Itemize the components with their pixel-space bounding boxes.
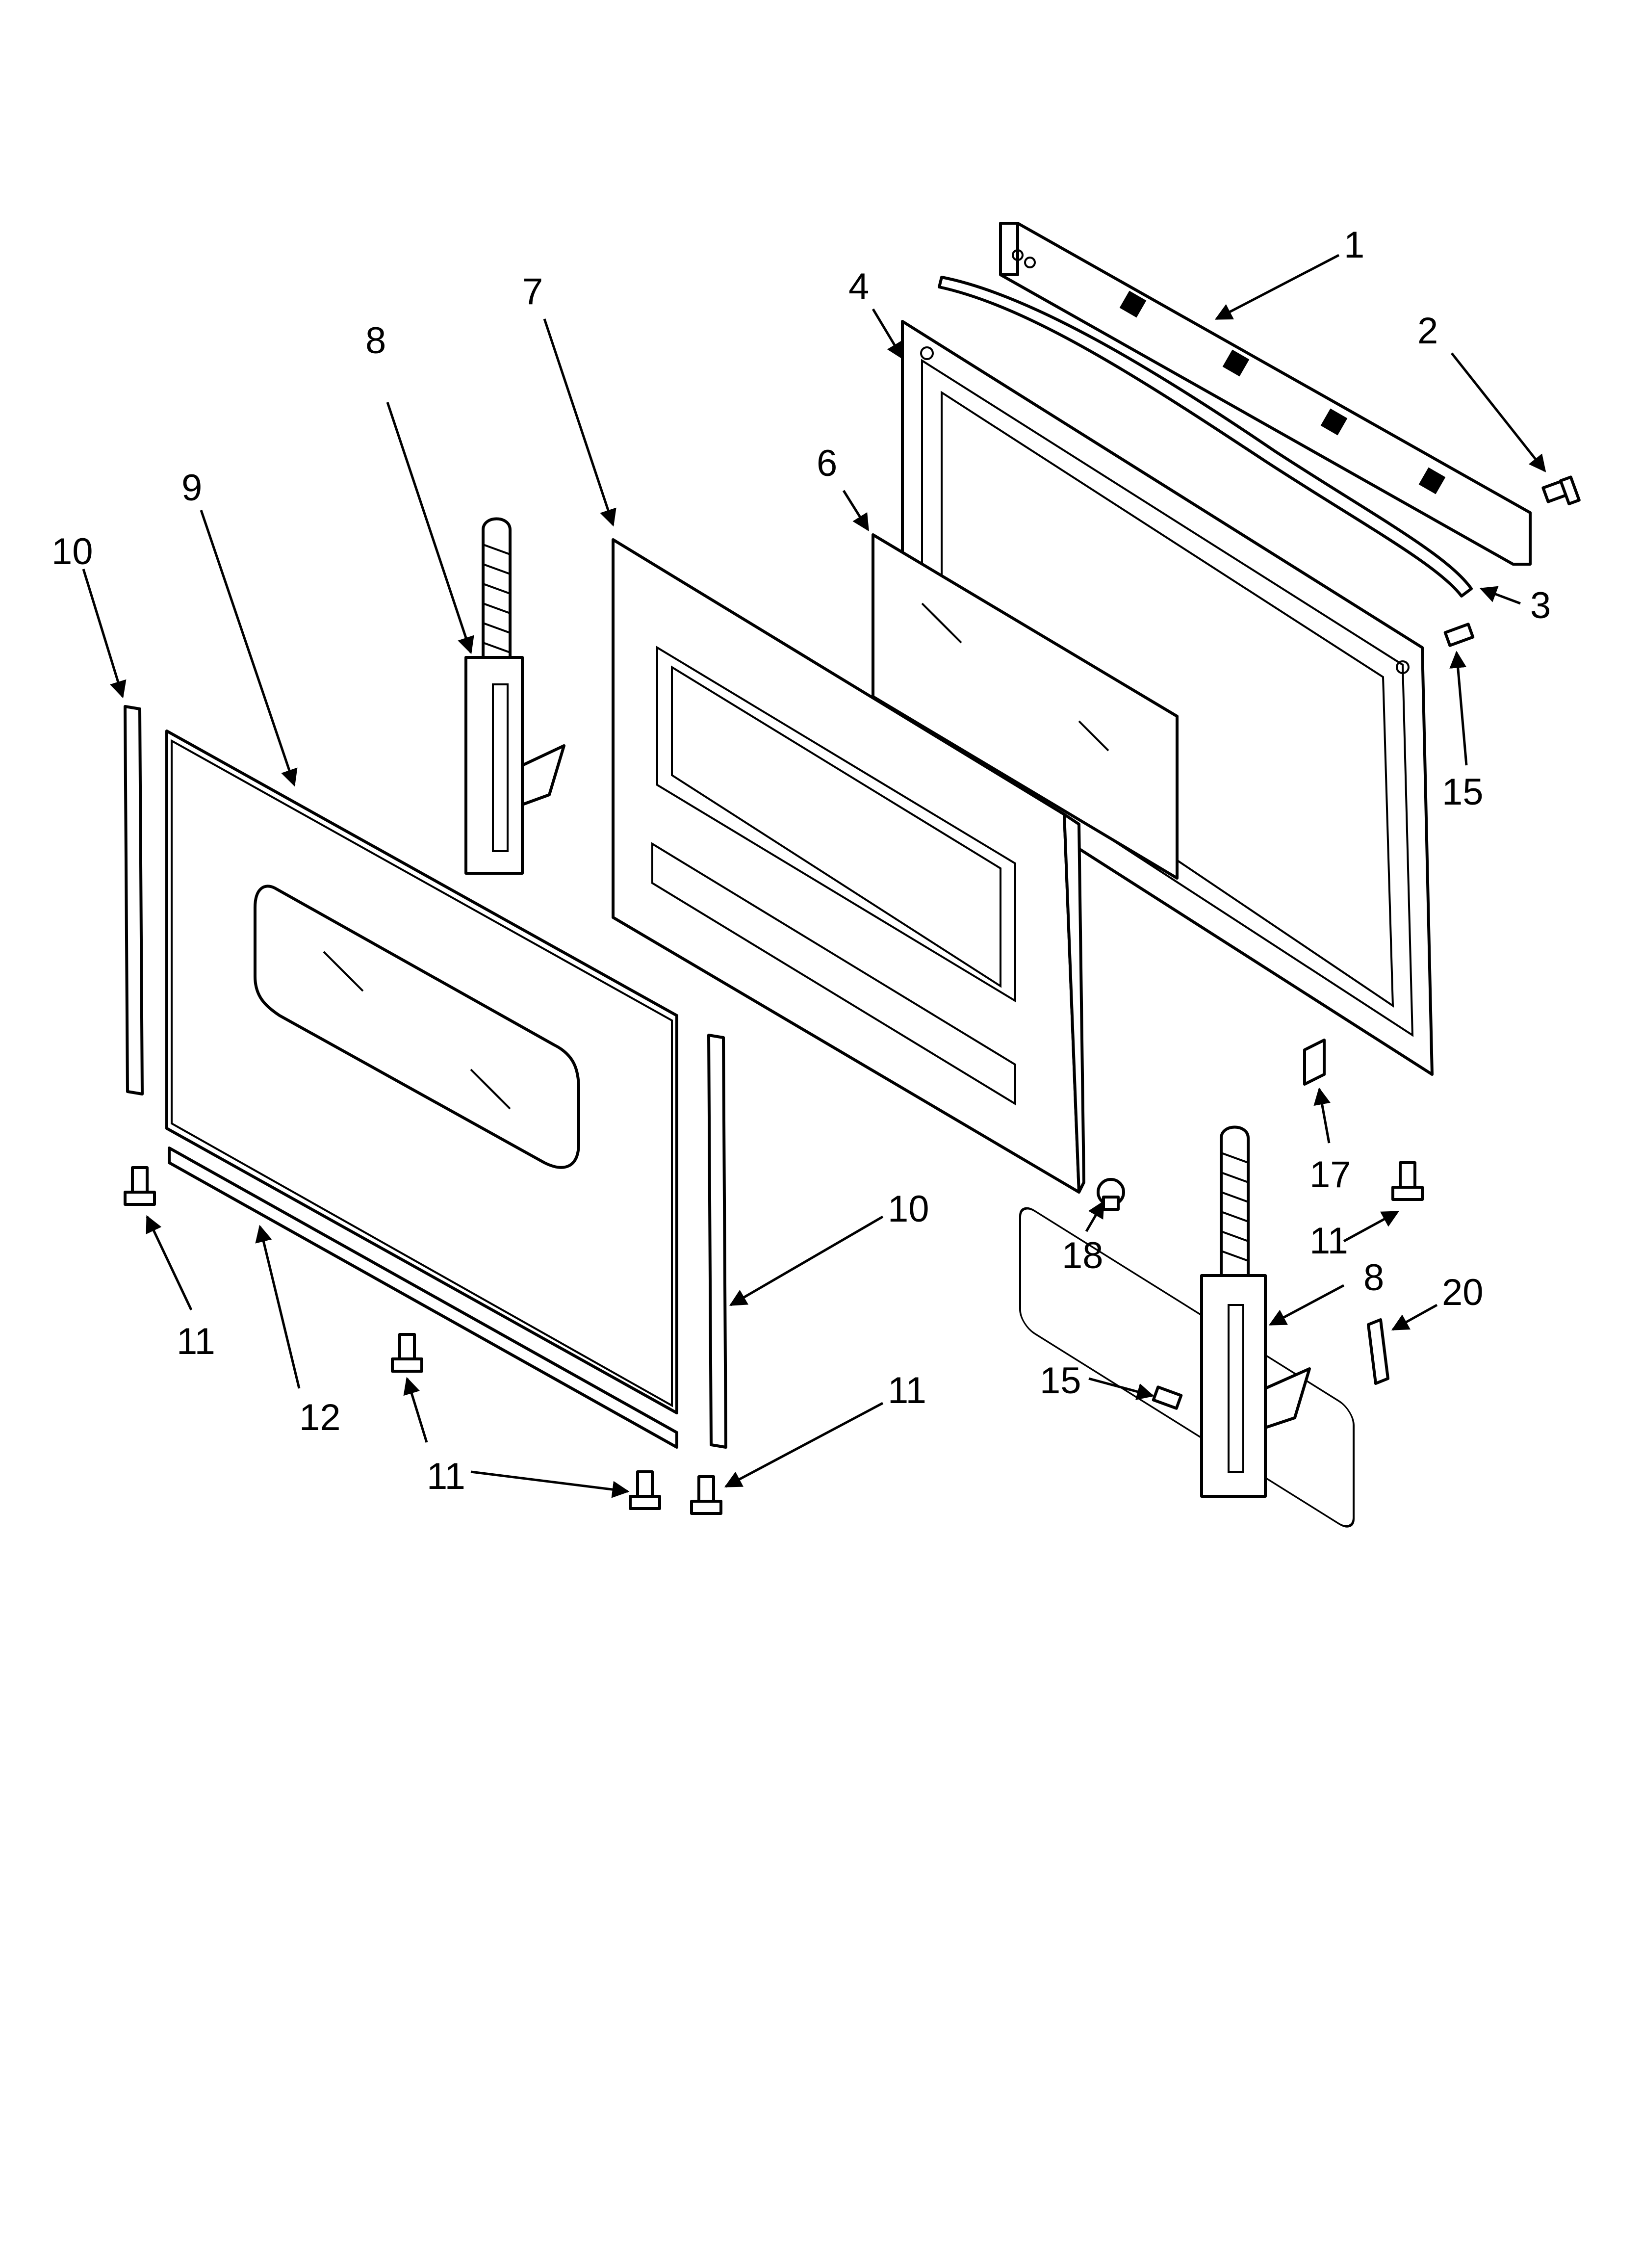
leader-12 (255, 1225, 301, 1389)
leader-1 (1214, 254, 1340, 320)
callout-7: 7 (522, 271, 543, 313)
callout-12: 12 (299, 1397, 341, 1438)
leader-6 (842, 490, 870, 531)
callout-11-a: 11 (177, 1321, 215, 1362)
callout-11-d: 11 (888, 1370, 926, 1411)
callout-17: 17 (1309, 1154, 1351, 1196)
part-7-door-liner (612, 538, 1085, 1194)
callout-6: 6 (817, 443, 837, 484)
part-2-screw (1541, 475, 1581, 505)
part-17-clip (1303, 1039, 1326, 1086)
part-12-bottom-trim (168, 1147, 678, 1449)
part-1-trim-bar (999, 222, 1532, 566)
callout-2: 2 (1417, 310, 1438, 352)
callout-labels: 1 2 3 4 6 7 8 8 9 10 10 11 11 11 11 12 1… (51, 224, 1551, 1497)
part-18-bumper (1097, 1178, 1125, 1211)
leader-11e (1343, 1210, 1400, 1243)
callout-11-b: 11 (427, 1456, 465, 1497)
part-6-window-glass (872, 533, 1179, 880)
leader-7 (543, 318, 616, 527)
part-9-outer-door-glass (165, 730, 678, 1414)
part-15-screw-upper (1443, 623, 1475, 647)
part-15-screw-lower (1152, 1385, 1183, 1410)
leader-2 (1451, 352, 1546, 472)
part-8-hinge-lower (1200, 1125, 1311, 1498)
leader-15a (1449, 651, 1468, 766)
part-10-side-trim-left (124, 705, 144, 1095)
callout-11-e: 11 (1309, 1220, 1348, 1262)
leader-10b (729, 1215, 884, 1306)
leader-20 (1391, 1303, 1438, 1331)
callout-10-right: 10 (888, 1188, 929, 1230)
leader-3 (1479, 586, 1521, 605)
leader-lines (82, 254, 1546, 1498)
leader-11b (403, 1377, 428, 1443)
leader-17 (1313, 1087, 1331, 1144)
leader-15b (1088, 1377, 1155, 1400)
callout-20: 20 (1442, 1272, 1484, 1313)
leader-11d (724, 1402, 884, 1488)
callout-3: 3 (1530, 585, 1551, 626)
part-10-side-trim-right (707, 1034, 727, 1449)
callout-15-upper: 15 (1442, 771, 1484, 813)
part-11-screws (124, 1161, 1424, 1515)
leader-10a (82, 569, 127, 699)
callout-18: 18 (1062, 1235, 1103, 1277)
callout-8-upper: 8 (365, 320, 386, 362)
callout-4: 4 (848, 266, 869, 308)
leader-4 (872, 308, 904, 360)
callout-10-left: 10 (51, 531, 93, 573)
callout-15-lower: 15 (1040, 1360, 1081, 1402)
part-3-handle (938, 276, 1473, 598)
leader-18 (1085, 1200, 1105, 1232)
leader-8a (386, 402, 474, 654)
callout-9: 9 (181, 467, 202, 509)
part-8-hinge-upper (464, 517, 565, 875)
part-20-bracket (1367, 1318, 1389, 1385)
callout-8-lower: 8 (1363, 1257, 1384, 1299)
leader-11a (146, 1215, 193, 1311)
leader-8b (1268, 1284, 1345, 1326)
leader-9 (200, 510, 298, 787)
leader-11c (470, 1470, 630, 1498)
callout-1: 1 (1344, 224, 1364, 266)
